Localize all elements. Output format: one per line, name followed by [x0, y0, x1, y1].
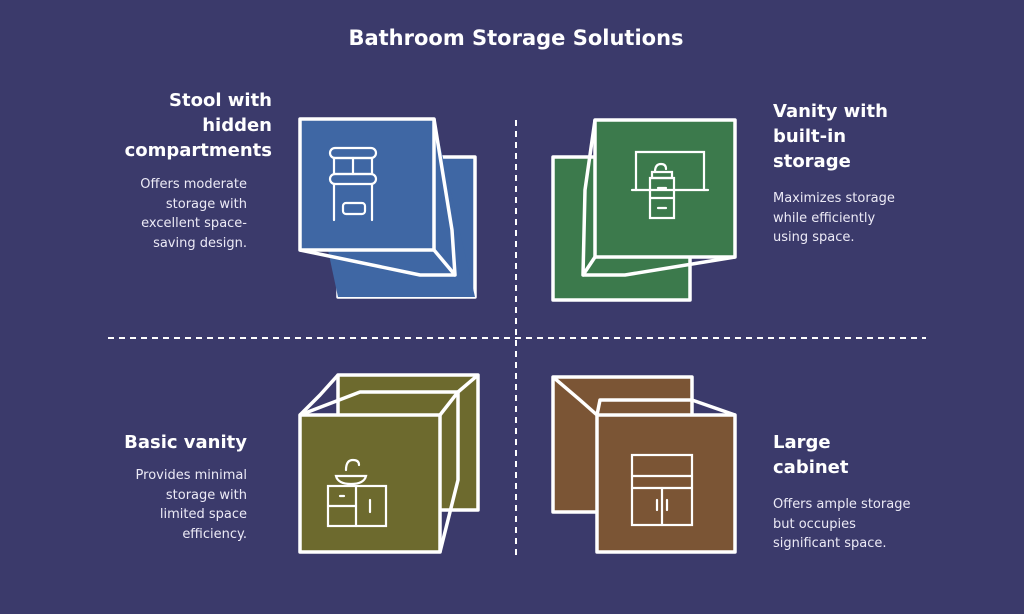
heading-line: storage [773, 151, 851, 172]
heading-large-cabinet: Large cabinet [773, 430, 849, 480]
description-line: significant space. [773, 536, 887, 551]
basic-vanity-icon [326, 458, 388, 528]
description-line: Offers moderate [140, 177, 247, 192]
heading-line: cabinet [773, 457, 849, 478]
description-large-cabinet: Offers ample storage but occupies signif… [773, 495, 910, 554]
heading-line: Basic vanity [124, 432, 247, 453]
cabinet-icon [630, 453, 694, 527]
heading-line: Large [773, 432, 831, 453]
description-line: saving design. [153, 235, 247, 251]
stool-icon [328, 146, 378, 222]
cube-large-cabinet [551, 375, 737, 554]
description-vanity-storage: Maximizes storage while efficiently usin… [773, 189, 895, 248]
description-line: excellent space- [141, 216, 247, 231]
description-line: using space. [773, 230, 855, 245]
description-line: storage with [165, 487, 247, 503]
description-line: but occupies [773, 516, 856, 532]
heading-line: Vanity with [773, 101, 888, 122]
heading-line: Stool with [169, 90, 272, 111]
cube-basic-vanity [298, 373, 480, 554]
heading-line: compartments [124, 140, 272, 161]
description-line: while efficiently [773, 210, 876, 226]
description-line: storage with [165, 196, 247, 212]
description-line: Maximizes storage [773, 191, 895, 206]
description-basic-vanity: Provides minimal storage with limited sp… [136, 466, 247, 544]
heading-line: hidden [202, 115, 272, 136]
description-line: efficiency. [182, 526, 247, 542]
cube-stool [298, 117, 477, 299]
heading-line: built-in [773, 126, 847, 147]
description-line: limited space [159, 507, 247, 522]
cube-vanity-storage [551, 118, 737, 302]
diagram-title: Bathroom Storage Solutions [348, 26, 684, 50]
vanity-cabinet-icon [630, 150, 710, 220]
description-stool: Offers moderate storage with excellent s… [140, 175, 247, 253]
heading-stool: Stool with hidden compartments [125, 88, 272, 163]
heading-vanity-storage: Vanity with built-in storage [773, 99, 888, 174]
description-line: Offers ample storage [773, 497, 911, 512]
description-line: Provides minimal [135, 468, 247, 483]
heading-basic-vanity: Basic vanity [124, 430, 247, 455]
